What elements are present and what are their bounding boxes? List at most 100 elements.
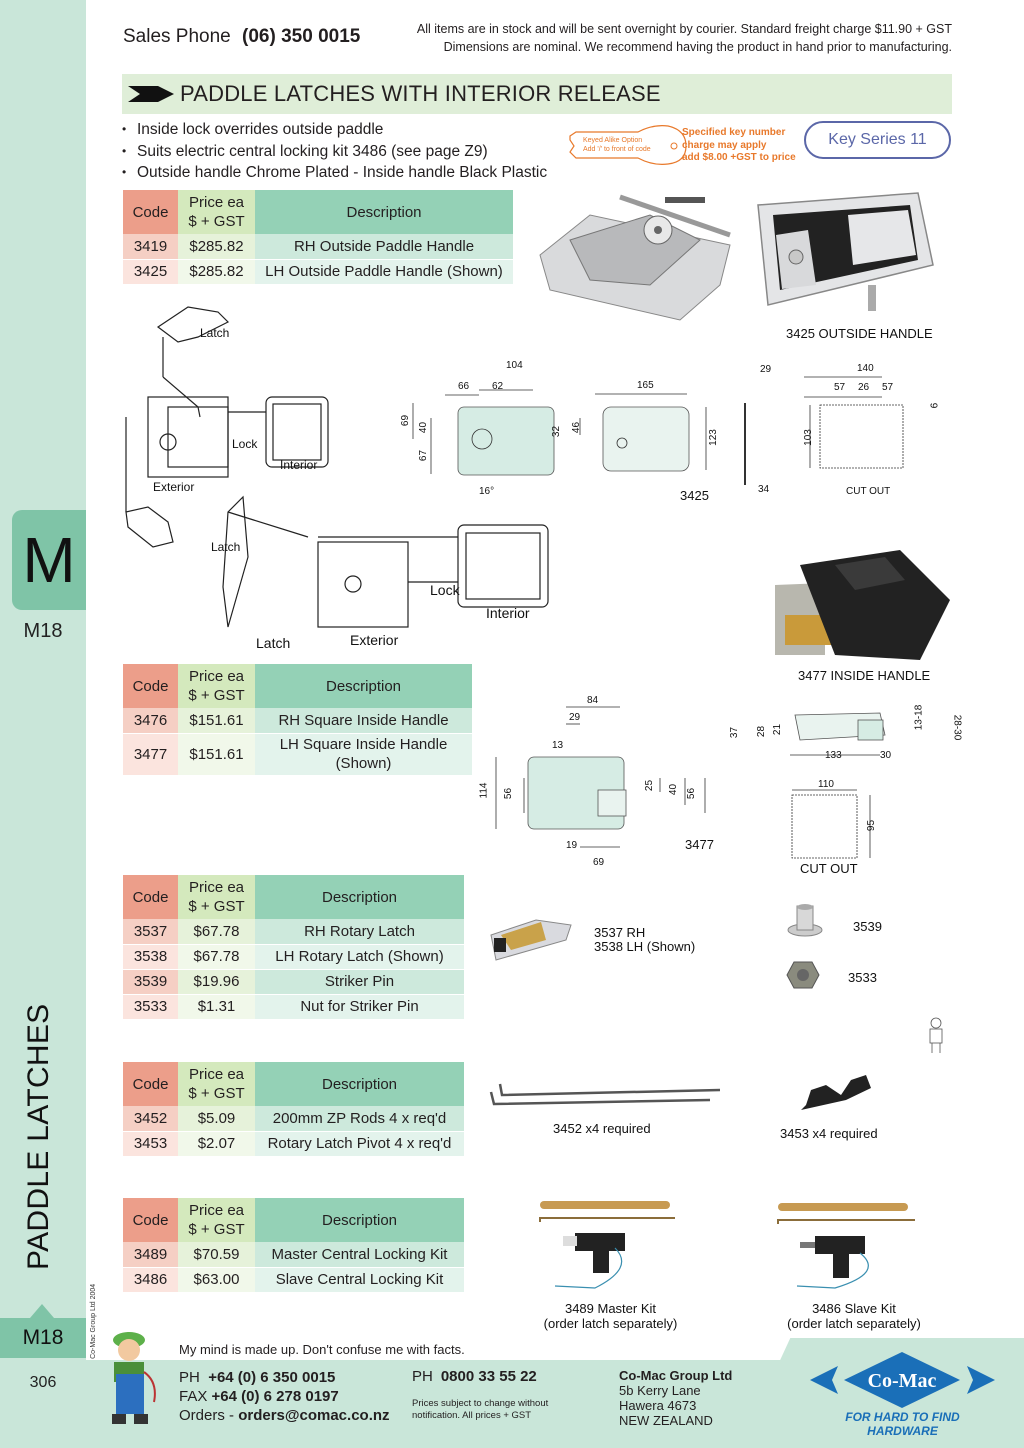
comac-logo[interactable]: Co-Mac [810,1350,995,1412]
cell-code: 3452 [123,1106,178,1132]
dim-label: 67 [418,449,430,462]
striker-pin-caption: 3539 [853,919,882,934]
key-charge-line: charge may apply [682,139,767,151]
feature-list: Inside lock overrides outside paddle Sui… [122,119,547,184]
price-table-central-locking: Code Price ea$ + GST Description 3489 $7… [123,1198,464,1293]
dim-label: 21 [772,723,784,736]
outside-handle-caption: 3425 OUTSIDE HANDLE [786,326,933,341]
pivot-caption: 3453 x4 required [780,1126,878,1141]
dim-label: 16° [479,486,495,497]
cell-description: RH Rotary Latch [255,919,464,945]
dim-label: 57 [834,382,846,393]
orders-label: Orders - [179,1407,235,1424]
dim-label: 29 [569,712,581,723]
dim-label: 56 [686,787,698,800]
address-line: 5b Kerry Lane [619,1383,701,1398]
table-row[interactable]: 3489 $70.59 Master Central Locking Kit [123,1242,464,1268]
sales-phone-number[interactable]: (06) 350 0015 [242,26,361,47]
diagram-label-interior: Interior [486,605,530,621]
dim-label: 57 [882,382,894,393]
cell-price: $19.96 [178,969,255,995]
cell-code: 3539 [123,969,178,995]
model-label: 3477 [685,837,714,852]
cell-price: $63.00 [178,1267,255,1293]
dim-label: 114 [478,782,490,799]
nut-caption: 3533 [848,970,877,985]
key-charge-line: add $8.00 +GST to price [682,152,796,163]
rods-photo [489,1083,721,1106]
dim-label: 40 [418,421,430,434]
header-description: Description [255,664,472,708]
header-code: Code [123,664,178,708]
header-price: Price ea$ + GST [178,190,255,234]
section-tab-code: M18 [23,620,63,642]
cell-price: $151.61 [178,708,255,734]
table-row[interactable]: 3538 $67.78 LH Rotary Latch (Shown) [123,944,464,970]
dim-label: 165 [637,380,654,391]
dim-label: 40 [668,783,680,796]
table-row[interactable]: 3533 $1.31 Nut for Striker Pin [123,994,464,1020]
outside-handle-back-photo [539,194,731,321]
bottom-section-code: M18 [0,1318,86,1358]
dim-label: 95 [866,819,878,832]
table-row[interactable]: 3476 $151.61 RH Square Inside Handle [123,708,472,734]
header-code: Code [123,190,178,234]
cell-code: 3537 [123,919,178,945]
key-option-line: Keyed Alike Option [583,137,643,144]
freephone-number[interactable]: 0800 33 55 22 [440,1368,537,1385]
chevron-arrow-icon [128,86,174,102]
section-title: PADDLE LATCHES WITH INTERIOR RELEASE [180,81,661,106]
cell-description: Master Central Locking Kit [255,1242,464,1268]
fax-number: +64 (0) 6 278 0197 [211,1388,339,1405]
table-row[interactable]: 3539 $19.96 Striker Pin [123,969,464,995]
sidebar-section-title: PADDLE LATCHES [22,1003,55,1271]
caption-line: 3489 Master Kit [564,1301,657,1316]
shipping-notice: All items are in stock and will be sent … [417,20,952,56]
header-price: Price ea$ + GST [178,1062,255,1106]
notice-line: All items are in stock and will be sent … [416,22,952,36]
dim-label: 28 [756,725,768,738]
header-description: Description [255,1198,464,1242]
cell-price: $67.78 [178,944,255,970]
header-code: Code [123,1198,178,1242]
freephone-label: PH [412,1368,433,1385]
address-line: NEW ZEALAND [619,1413,713,1428]
company-name: Co-Mac Group Ltd [619,1368,733,1383]
phone-label: PH [179,1369,200,1386]
table-row[interactable]: 3477 $151.61 LH Square Inside Handle (Sh… [123,733,472,776]
cell-code: 3477 [123,733,178,776]
cell-code: 3419 [123,234,178,260]
phone-number[interactable]: +64 (0) 6 350 0015 [208,1369,336,1386]
cell-description: RH Outside Paddle Handle [255,234,513,260]
outside-handle-front-photo [757,192,934,311]
logo-text: Co-Mac [868,1370,937,1392]
price-table-rods-pivots: Code Price ea$ + GST Description 3452 $5… [123,1062,464,1157]
caption-line: (order latch separately) [543,1316,678,1331]
cell-description: LH Square Inside Handle (Shown) [255,733,472,776]
table-row[interactable]: 3486 $63.00 Slave Central Locking Kit [123,1267,464,1293]
dim-label: 56 [503,787,515,800]
nut-photo [786,961,820,989]
header-code: Code [123,1062,178,1106]
header-description: Description [255,875,464,919]
orders-email-link[interactable]: orders@comac.co.nz [238,1407,390,1424]
key-charge-line: Specified key number [682,127,786,138]
pivot-photo [801,1075,871,1110]
table-row[interactable]: 3453 $2.07 Rotary Latch Pivot 4 x req'd [123,1131,464,1157]
table-row[interactable]: 3425 $285.82 LH Outside Paddle Handle (S… [123,259,513,285]
header-price: Price ea$ + GST [178,875,255,919]
company-address: Co-Mac Group Ltd 5b Kerry Lane Hawera 46… [619,1368,732,1428]
section-tab-letter[interactable]: M [12,510,86,610]
cell-price: $70.59 [178,1242,255,1268]
key-option-line: Add '/' to front of code [583,146,651,153]
dim-label: 30 [880,750,892,761]
table-row[interactable]: 3419 $285.82 RH Outside Paddle Handle [123,234,513,260]
cell-price: $2.07 [178,1131,255,1157]
cell-description: LH Rotary Latch (Shown) [255,944,464,970]
key-series-badge: Key Series 11 [804,121,951,159]
mascot-illustration [112,1332,156,1424]
dim-label: 133 [825,750,842,761]
model-label: 3425 [680,488,709,503]
table-row[interactable]: 3537 $67.78 RH Rotary Latch [123,919,464,945]
table-row[interactable]: 3452 $5.09 200mm ZP Rods 4 x req'd [123,1106,464,1132]
